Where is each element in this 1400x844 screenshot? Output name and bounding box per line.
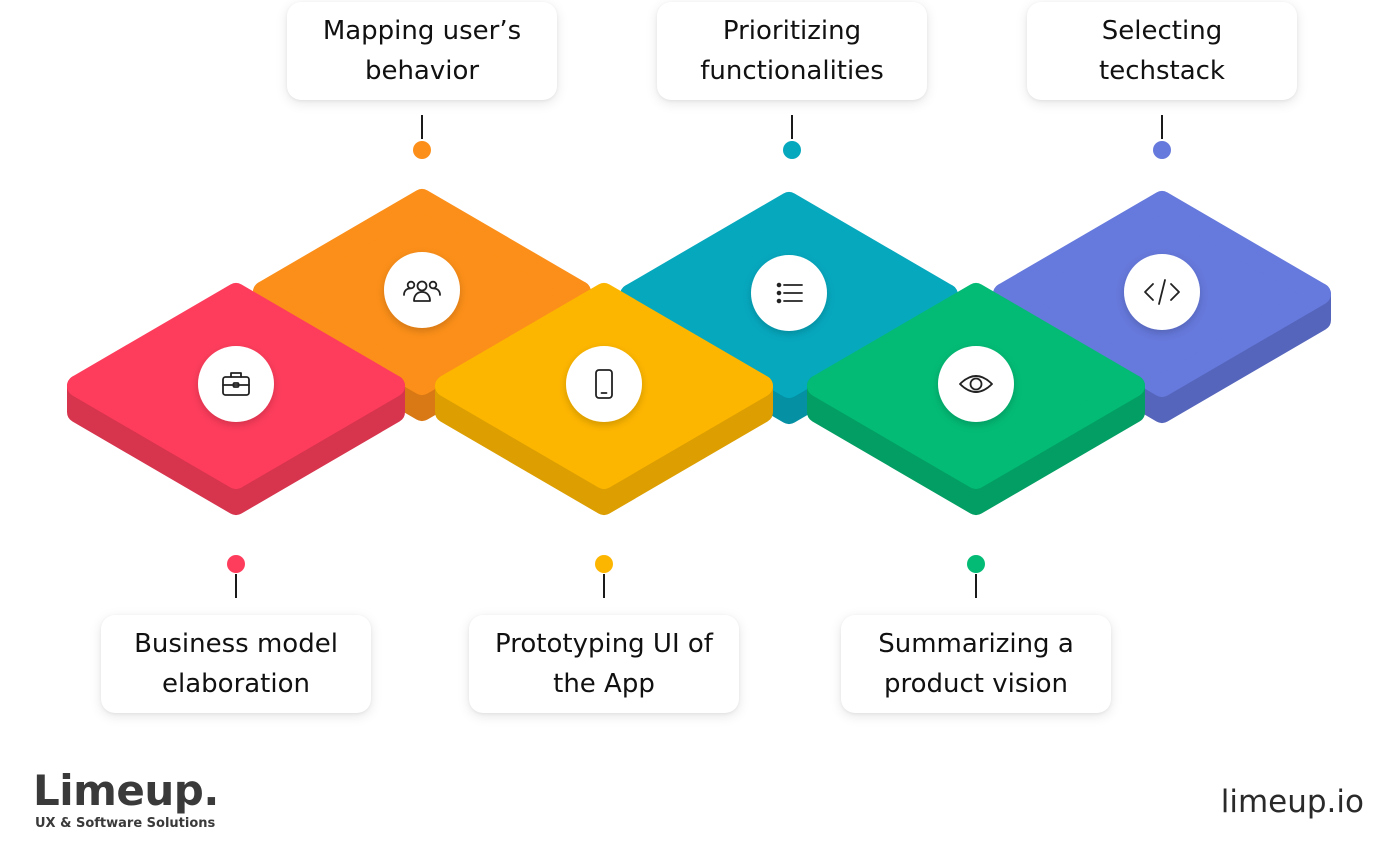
connector-dot-orange (413, 141, 431, 159)
step-tile (67, 283, 405, 515)
step-label-line2: the App (553, 669, 655, 699)
step-card-prioritizing-functionalities: Prioritizing functionalities (657, 2, 927, 100)
step-tile (253, 189, 591, 421)
step-tile (807, 283, 1145, 515)
step-label-line1: Prioritizing (722, 16, 862, 46)
code-icon (1144, 279, 1180, 305)
step-card-selecting-techstack: Selecting techstack (1027, 2, 1297, 100)
connector-line (421, 115, 423, 139)
connector-line (603, 574, 605, 598)
connector-dot-blue (1153, 141, 1171, 159)
connector-dot-yellow (595, 555, 613, 573)
step-tile (435, 283, 773, 515)
connector-line (791, 115, 793, 139)
connector-line (975, 574, 977, 598)
icon-circle (938, 346, 1014, 422)
limeup-logo: Limeup. (33, 766, 219, 815)
list-icon (776, 282, 803, 304)
smartphone-icon (595, 369, 613, 399)
step-label-line2: elaboration (162, 669, 310, 699)
icon-circle (566, 346, 642, 422)
step-label-line1: Prototyping UI of (495, 629, 713, 659)
users-icon (403, 280, 441, 302)
step-label-line2: product vision (883, 669, 1068, 699)
logo-tagline: UX & Software Solutions (35, 816, 216, 831)
step-label-line1: Summarizing a (878, 629, 1074, 659)
connector-line (1161, 115, 1163, 139)
step-card-summarizing-product-vision: Summarizing a product vision (841, 615, 1111, 713)
eye-icon (959, 375, 993, 393)
connector-dot-green (967, 555, 985, 573)
website-url: limeup.io (1220, 784, 1364, 820)
connector-line (235, 574, 237, 598)
step-card-business-model-elaboration: Business model elaboration (101, 615, 371, 713)
step-label-line2: techstack (1099, 56, 1225, 86)
connector-dot-teal (783, 141, 801, 159)
step-label-line1: Selecting (1101, 16, 1223, 46)
step-label-line2: functionalities (700, 56, 884, 86)
step-card-mapping-user-behavior: Mapping user’s behavior (287, 2, 557, 100)
step-label-line1: Business model (134, 629, 338, 659)
step-label-line2: behavior (364, 56, 480, 86)
icon-circle (198, 346, 274, 422)
step-card-prototyping-ui: Prototyping UI of the App (469, 615, 739, 713)
briefcase-icon (222, 372, 250, 396)
connector-dot-red (227, 555, 245, 573)
step-label-line1: Mapping user’s (322, 16, 522, 46)
